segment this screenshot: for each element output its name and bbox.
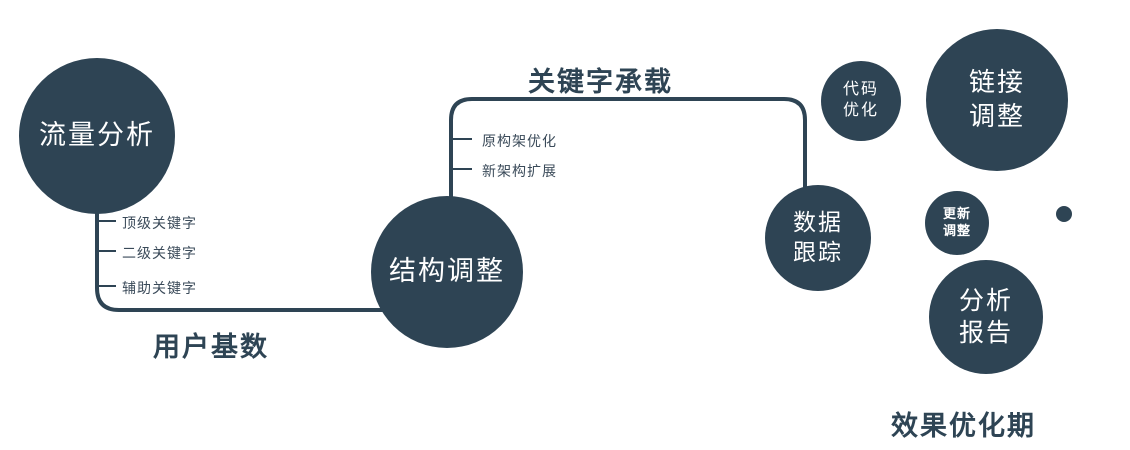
traffic-branch-ticks xyxy=(99,220,116,287)
branch-new-arch: 新架构扩展 xyxy=(482,163,557,179)
branch-aux-keywords: 辅助关键字 xyxy=(122,280,197,296)
edge-label-user-base: 用户基数 xyxy=(153,332,269,362)
node-structure-adjust-label: 结构调整 xyxy=(389,256,505,287)
node-analysis-report-line1: 分析 xyxy=(958,286,1013,315)
node-code-optimize: 代码 优化 xyxy=(821,61,901,141)
node-structure-adjust: 结构调整 xyxy=(371,196,523,348)
node-update-adjust-line2: 调整 xyxy=(942,223,971,238)
node-update-adjust-line1: 更新 xyxy=(942,206,971,222)
node-data-tracking-line2: 跟踪 xyxy=(793,239,843,265)
node-traffic-analysis: 流量分析 xyxy=(19,58,175,214)
connector-traffic-to-structure xyxy=(95,210,383,312)
branch-second-keywords: 二级关键字 xyxy=(122,245,197,261)
node-code-optimize-line1: 代码 xyxy=(842,81,879,99)
node-data-tracking: 数据 跟踪 xyxy=(765,185,871,291)
node-link-adjust-line1: 链接 xyxy=(968,67,1025,98)
node-link-adjust: 链接 调整 xyxy=(926,29,1068,171)
node-traffic-analysis-label: 流量分析 xyxy=(39,120,155,151)
node-analysis-report-line2: 报告 xyxy=(958,319,1013,347)
node-update-adjust: 更新 调整 xyxy=(925,191,989,255)
caption-effect-phase: 效果优化期 xyxy=(891,411,1036,441)
node-data-tracking-line1: 数据 xyxy=(793,209,843,236)
structure-branch-ticks xyxy=(453,138,472,170)
node-link-adjust-line2: 调整 xyxy=(968,101,1025,131)
connector-structure-to-tracking xyxy=(449,97,807,199)
branch-top-keywords: 顶级关键字 xyxy=(122,215,197,231)
node-code-optimize-line2: 优化 xyxy=(842,102,879,119)
node-analysis-report: 分析 报告 xyxy=(929,260,1043,374)
branch-original-arch: 原构架优化 xyxy=(482,133,557,149)
small-dot xyxy=(1056,206,1072,222)
edge-label-keyword-carry: 关键字承载 xyxy=(528,67,673,97)
